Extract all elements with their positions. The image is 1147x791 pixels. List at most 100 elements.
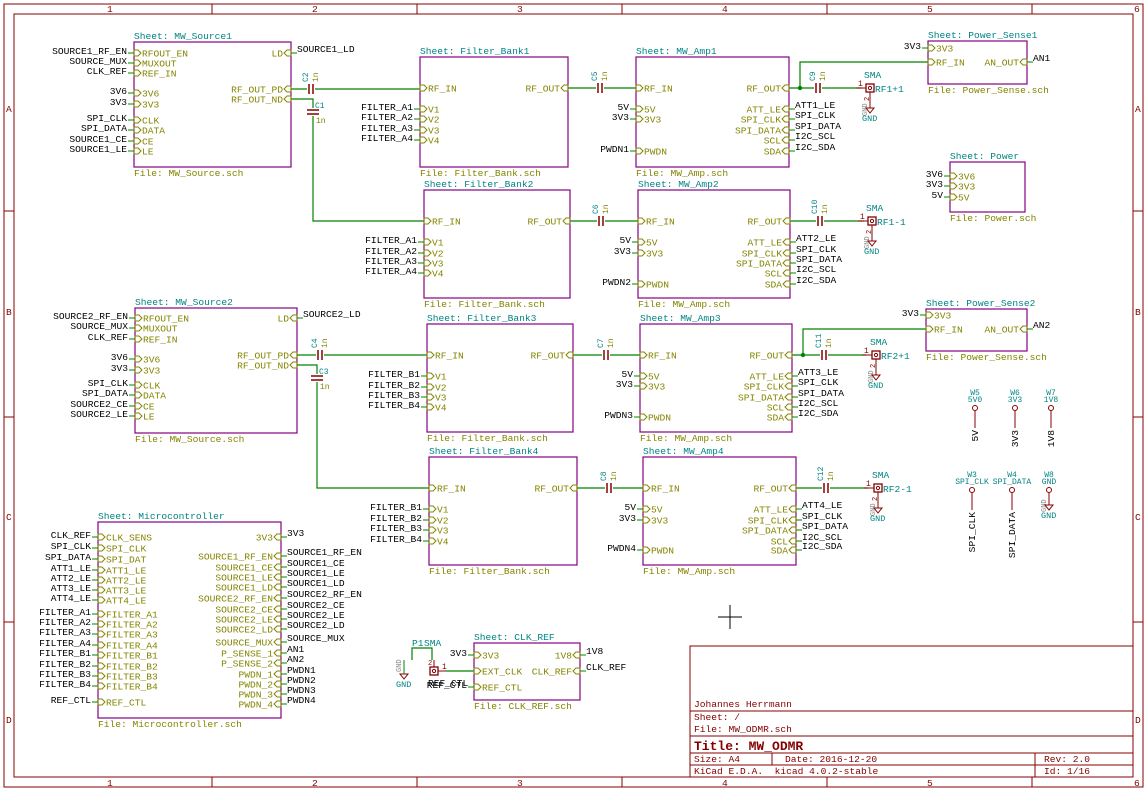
net-label: FILTER_B3 <box>39 669 91 680</box>
net-label: CLK_REF <box>87 66 128 77</box>
net-label: 1V8 <box>1046 430 1057 448</box>
cap-ref: C3 <box>319 368 329 377</box>
net-label: REF_CTL <box>428 678 469 689</box>
connector-ref: RF2-1 <box>883 484 912 495</box>
sheet-pin-icon <box>97 630 106 638</box>
connector-body <box>871 350 881 360</box>
sheet-pin-icon <box>635 147 644 155</box>
net-label: SOURCE1_CE <box>287 558 345 569</box>
sheet-pin-icon <box>133 49 142 57</box>
sheet-pin-label: SOURCE_MUX <box>215 638 273 649</box>
sheet-pin-icon <box>428 537 437 545</box>
net-label: 3V3 <box>612 112 630 123</box>
sheet-pin-icon <box>134 314 143 322</box>
sheet-pin-icon <box>419 126 428 134</box>
sheet-pin-icon <box>289 361 298 369</box>
sheet-pin-icon <box>781 147 790 155</box>
net-label: 5V <box>931 190 943 201</box>
sheet-name: Sheet: Filter_Bank3 <box>427 313 537 324</box>
test-point-value: 5V0 <box>968 396 983 405</box>
sheet-pin-label: RF_IN <box>428 84 457 95</box>
sheet-box[interactable] <box>428 456 578 566</box>
test-point-pad <box>1046 487 1052 493</box>
cap-ref: C5 <box>591 71 600 81</box>
net-label: ATT1_LE <box>51 563 92 574</box>
pin-number: 2 <box>866 230 874 234</box>
sheet-pin-icon <box>788 516 797 524</box>
ground-icon <box>864 107 876 114</box>
column-label: 6 <box>1134 778 1140 789</box>
sheet-file: File: MW_Amp.sch <box>636 168 728 179</box>
crosshair-cursor <box>718 605 742 629</box>
ground-label: GND <box>868 381 883 391</box>
ground-icon <box>1043 504 1055 511</box>
sheet-file: File: Filter_Bank.sch <box>424 299 545 310</box>
sheet-pin-icon <box>642 546 651 554</box>
sheet-pin-icon <box>97 610 106 618</box>
net-label: FILTER_A4 <box>361 133 413 144</box>
sheet-pin-label: SPI_DATA <box>738 393 784 404</box>
sheet-name: Sheet: Microcontroller <box>98 511 225 522</box>
sheet-pin-icon <box>635 84 644 92</box>
net-label: 3V3 <box>1010 430 1021 448</box>
sheet-pin-label: SOURCE1_RF_EN <box>198 552 273 563</box>
wire <box>291 98 424 222</box>
sheet-pin-label: FILTER_A3 <box>106 630 158 641</box>
sheet-box[interactable] <box>423 189 571 299</box>
sheet-pin-label: MUXOUT <box>143 324 178 335</box>
sheet-pin-icon <box>788 505 797 513</box>
net-label: FILTER_A1 <box>361 102 413 113</box>
connector-ref: RF1+1 <box>875 84 904 95</box>
connector-center <box>867 85 873 91</box>
sheet-pin-label: RFOUT_EN <box>142 49 188 60</box>
sheet-pin-label: REF_IN <box>142 69 177 80</box>
sheet-box[interactable] <box>426 323 574 433</box>
test-point-pad <box>972 405 978 411</box>
sheet-pin-icon <box>784 403 793 411</box>
test-point-value: SPI_CLK <box>955 478 989 487</box>
sheet-name: Sheet: Power_Sense2 <box>926 298 1036 309</box>
sheet-pin-icon <box>949 172 958 180</box>
sheet-box[interactable] <box>419 56 569 168</box>
net-label: 3V3 <box>111 363 129 374</box>
